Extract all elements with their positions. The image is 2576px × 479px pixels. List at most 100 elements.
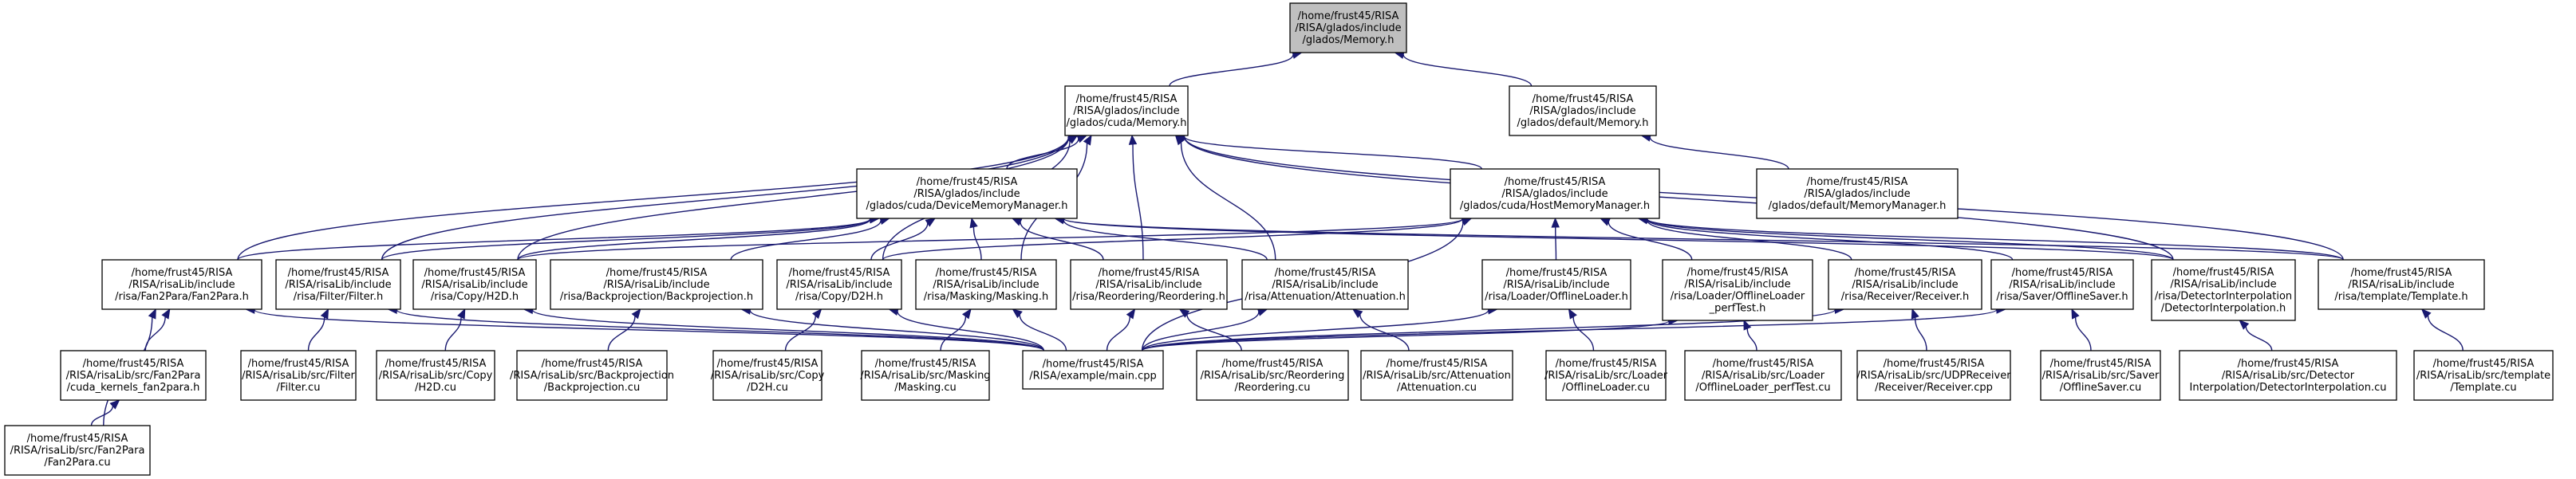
arrowhead-icon — [1012, 308, 1023, 319]
node-label-line: /RISA/risaLib/src/Fan2Para — [66, 370, 201, 382]
node-label-line: /home/frust45/RISA — [1807, 176, 1908, 188]
node-receiver-cpp[interactable]: /home/frust45/RISA/RISA/risaLib/src/UDPR… — [1856, 350, 2011, 401]
node-label-line: /Backprojection.cu — [544, 382, 640, 394]
node-fan2para-cu[interactable]: /home/frust45/RISA/RISA/risaLib/src/Fan2… — [4, 425, 151, 476]
node-label-line: /RISA/risaLib/include — [1095, 279, 1201, 291]
node-default-mm-h[interactable]: /home/frust45/RISA/RISA/glados/include/g… — [1756, 168, 1959, 219]
edge-line — [897, 311, 1045, 351]
node-main-cpp[interactable]: /home/frust45/RISA/RISA/example/main.cpp — [1022, 350, 1164, 390]
edge-backproj-cu-to-backproj-h — [607, 308, 641, 351]
arrowhead-icon — [1351, 308, 1363, 319]
edge-line — [254, 308, 1045, 351]
edge-main-cpp-to-d2h-h — [888, 307, 1045, 351]
node-offlinesaver-h[interactable]: /home/frust45/RISA/RISA/risaLib/include/… — [1990, 259, 2134, 310]
edge-line — [1608, 222, 1693, 261]
node-box — [1481, 259, 1631, 310]
node-offlineloader-cu[interactable]: /home/frust45/RISA/RISA/risaLib/src/Load… — [1544, 350, 1668, 401]
node-reordering-cu[interactable]: /home/frust45/RISA/RISA/risaLib/src/Reor… — [1196, 350, 1349, 401]
node-label-line: /RISA/risaLib/include — [933, 279, 1039, 291]
edge-line — [1063, 218, 2344, 261]
edge-masking-h-to-device-mm-h — [969, 217, 982, 261]
node-masking-cu[interactable]: /home/frust45/RISA/RISA/risaLib/src/Mask… — [860, 350, 991, 401]
node-box — [2179, 350, 2397, 401]
node-label-line: /home/frust45/RISA — [875, 358, 976, 370]
node-detinterp-h[interactable]: /home/frust45/RISA/RISA/risaLib/include/… — [2151, 259, 2296, 321]
node-offlinesaver-cu[interactable]: /home/frust45/RISA/RISA/risaLib/src/Save… — [2040, 350, 2161, 401]
edge-receiver-cpp-to-receiver-h — [1911, 308, 1927, 351]
node-filter-cu[interactable]: /home/frust45/RISA/RISA/risaLib/src/Filt… — [240, 350, 357, 401]
node-label-line: /glados/cuda/DeviceMemoryManager.h — [866, 200, 1067, 212]
node-fan2para-kernels-h[interactable]: /home/frust45/RISA/RISA/risaLib/src/Fan2… — [60, 350, 207, 401]
node-attenuation-cu[interactable]: /home/frust45/RISA/RISA/risaLib/src/Atte… — [1360, 350, 1513, 401]
node-label-line: /RISA/risaLib/src/Loader — [1544, 370, 1668, 382]
node-label-line: /RISA/risaLib/src/Loader — [1702, 370, 1825, 382]
node-label-line: /glados/Memory.h — [1303, 34, 1395, 46]
node-backproj-cu[interactable]: /home/frust45/RISA/RISA/risaLib/src/Back… — [510, 350, 674, 401]
node-label-line: /RISA/risaLib/src/Masking — [860, 370, 990, 382]
node-box — [1196, 350, 1349, 401]
node-detinterp-cu[interactable]: /home/frust45/RISA/RISA/risaLib/src/Dete… — [2179, 350, 2397, 401]
node-label-line: /home/frust45/RISA — [789, 267, 890, 279]
node-filter-h[interactable]: /home/frust45/RISA/RISA/risaLib/include/… — [275, 259, 401, 310]
node-box — [1064, 85, 1189, 136]
node-label-line: /home/frust45/RISA — [606, 267, 708, 279]
node-label-line: /RISA/risaLib/src/Backprojection — [510, 370, 674, 382]
node-label-line: /home/frust45/RISA — [1043, 359, 1144, 371]
node-box — [60, 350, 207, 401]
node-default-memory-h[interactable]: /home/frust45/RISA/RISA/glados/include/g… — [1509, 85, 1657, 136]
node-label-line: /home/frust45/RISA — [1713, 358, 1814, 370]
node-label-line: /home/frust45/RISA — [1222, 358, 1324, 370]
edge-cuda-memory-h-to-memory-h — [1169, 50, 1303, 87]
edge-line — [1647, 218, 2014, 261]
node-cuda-memory-h[interactable]: /home/frust45/RISA/RISA/glados/include/g… — [1064, 85, 1189, 136]
edge-line — [1180, 142, 1276, 261]
node-attenuation-h[interactable]: /home/frust45/RISA/RISA/risaLib/include/… — [1241, 259, 1409, 310]
node-label-line: /RISA/risaLib/include — [2348, 279, 2454, 291]
node-offlineloader-perf-h[interactable]: /home/frust45/RISA/RISA/risaLib/include/… — [1662, 259, 1813, 321]
edge-line — [1649, 137, 1789, 170]
arrowhead-icon — [148, 308, 156, 320]
node-masking-h[interactable]: /home/frust45/RISA/RISA/risaLib/include/… — [915, 259, 1057, 310]
node-label-line: /Attenuation.cu — [1397, 382, 1477, 394]
node-label-line: /risa/DetectorInterpolation — [2155, 291, 2292, 303]
node-label-line: /home/frust45/RISA — [1099, 267, 1200, 279]
node-label-line: /RISA/risaLib/include — [786, 279, 892, 291]
node-template-h[interactable]: /home/frust45/RISA/RISA/risaLib/include/… — [2318, 259, 2485, 310]
node-fan2para-h[interactable]: /home/frust45/RISA/RISA/risaLib/include/… — [101, 259, 262, 310]
node-label-line: /risa/Saver/OfflineSaver.h — [1996, 291, 2128, 303]
node-backproj-h[interactable]: /home/frust45/RISA/RISA/risaLib/include/… — [550, 259, 763, 310]
node-template-cu[interactable]: /home/frust45/RISA/RISA/risaLib/src/temp… — [2413, 350, 2554, 401]
node-label-line: /RISA/risaLib/include — [1852, 279, 1958, 291]
arrowhead-icon — [2420, 308, 2432, 319]
node-label-line: /RISA/glados/include — [1073, 105, 1179, 117]
node-memory-h[interactable]: /home/frust45/RISA/RISA/glados/include/g… — [1289, 2, 1407, 53]
node-box — [861, 350, 990, 401]
node-d2h-h[interactable]: /home/frust45/RISA/RISA/risaLib/include/… — [776, 259, 902, 310]
node-offlineloader-h[interactable]: /home/frust45/RISA/RISA/risaLib/include/… — [1481, 259, 1631, 310]
node-box — [2413, 350, 2554, 401]
node-reordering-h[interactable]: /home/frust45/RISA/RISA/risaLib/include/… — [1070, 259, 1228, 310]
node-offlineloader-perf-cu[interactable]: /home/frust45/RISA/RISA/risaLib/src/Load… — [1684, 350, 1842, 401]
node-h2d-cu[interactable]: /home/frust45/RISA/RISA/risaLib/src/Copy… — [376, 350, 495, 401]
node-host-mm-h[interactable]: /home/frust45/RISA/RISA/glados/include/g… — [1450, 168, 1660, 219]
node-label-line: /home/frust45/RISA — [424, 267, 526, 279]
node-label-line: /home/frust45/RISA — [248, 358, 349, 370]
edge-fan2para-cu-to-fan2para-kernels-h — [90, 399, 120, 426]
edge-line — [1647, 218, 2344, 261]
edge-line — [1141, 312, 1260, 351]
edge-line — [237, 136, 1070, 261]
arrowhead-icon — [1178, 308, 1190, 318]
node-box — [2318, 259, 2485, 310]
node-device-mm-h[interactable]: /home/frust45/RISA/RISA/glados/include/g… — [856, 168, 1078, 219]
node-h2d-h[interactable]: /home/frust45/RISA/RISA/risaLib/include/… — [412, 259, 537, 310]
node-label-line: /risa/Backprojection/Backprojection.h — [560, 291, 753, 303]
edge-line — [1141, 309, 1489, 351]
node-box — [915, 259, 1057, 310]
node-label-line: /Receiver/Receiver.cpp — [1875, 382, 1993, 394]
edge-line — [1019, 314, 1067, 351]
edge-line — [2427, 315, 2464, 351]
node-receiver-h[interactable]: /home/frust45/RISA/RISA/risaLib/include/… — [1828, 259, 1982, 310]
edge-line — [1020, 222, 1104, 261]
node-label-line: /home/frust45/RISA — [1298, 10, 1399, 22]
node-d2h-cu[interactable]: /home/frust45/RISA/RISA/risaLib/src/Copy… — [711, 350, 825, 401]
